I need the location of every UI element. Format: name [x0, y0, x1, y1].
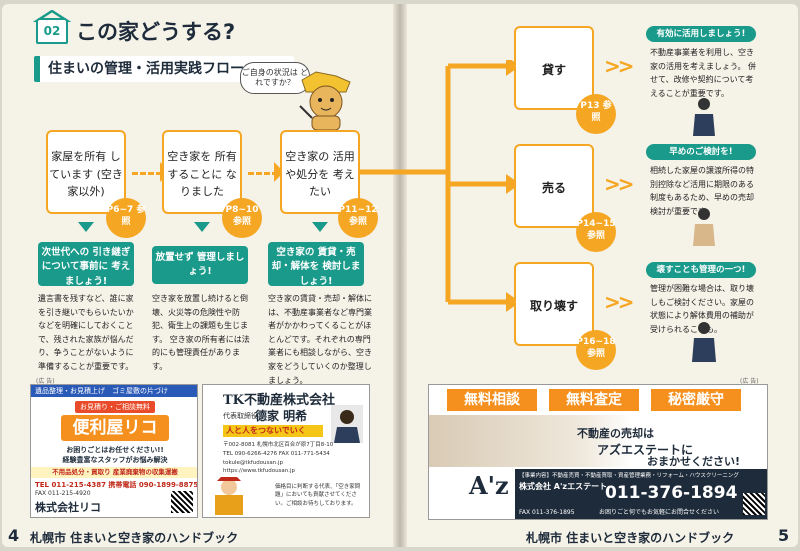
- option-ref-sell: P14~15 参照: [576, 212, 616, 252]
- ad2-slogan: 人と人をつないでいく: [223, 425, 323, 437]
- option-desc-rent: 不動産事業者を利用し、空き家の活用を考えましょう。 併せて、改修や契約について考…: [650, 48, 757, 98]
- ad1-ribbon: お見積り・ご相談無料: [75, 401, 155, 413]
- ad-tk-fudousan[interactable]: TK不動産株式会社 代表取締役 德家 明希 人と人をつないでいく 〒002-80…: [202, 384, 370, 518]
- mascot-illustration: [299, 71, 351, 131]
- option-pill-demolish: 壊すことも管理の一つ!: [646, 262, 756, 278]
- ad1-services: 不用品処分・買取り 産業廃棄物の収集運搬: [31, 467, 197, 478]
- ad3-headline-2: アズエステートに: [597, 443, 694, 457]
- option-pill-rent: 有効に活用しましょう!: [646, 26, 756, 42]
- down-arrow-2: [194, 222, 210, 232]
- ad1-fax: FAX 011-215-4920: [35, 490, 91, 497]
- page-number-left: 4: [8, 526, 20, 545]
- page-number-right: 5: [778, 526, 790, 545]
- ad2-mail: tokule@tkfudousan.jp: [223, 459, 284, 466]
- ad2-rep-name: 德家 明希: [255, 409, 308, 423]
- down-arrow-1: [78, 222, 94, 232]
- option-ref-demolish: P16~18 参照: [576, 330, 616, 370]
- ad1-tagline: お困りごとはお任せください!!: [66, 446, 164, 454]
- ad3-room-photo: [429, 415, 767, 467]
- dashed-arrow-2: [248, 172, 278, 175]
- ad-label-left: (広 告): [36, 378, 55, 385]
- ad1-mobile: 携帯電話 090-1899-8875: [108, 481, 198, 489]
- ad3-note: お困りごと何でもお気軽にお問合せください: [599, 509, 720, 516]
- ad3-logo: A'z: [469, 471, 509, 500]
- qr-code-icon: [743, 493, 765, 515]
- ad3-tag-1: 無料相談: [447, 389, 537, 411]
- option-box-demolish: 取り壊す: [514, 262, 594, 346]
- option-desc-sell: 相続した家屋の譲渡所得の特別控除など活用に期限のある制度もあるため、早めの売却検…: [650, 166, 754, 216]
- arrow-head-2: [274, 162, 284, 182]
- flow-ref-3: P11~12 参照: [338, 198, 378, 238]
- ad3-headline: 不動産の売却は: [577, 427, 654, 440]
- ad3-tel: 011-376-1894: [605, 483, 738, 503]
- ad1-top-text-2: ゴミ屋敷の片づけ: [112, 387, 168, 395]
- ad2-note: 価格目に判断する代表、「空き家問題」においても貢献させてください。ご相談お待ちし…: [275, 484, 361, 507]
- chevron-right-icon: >>: [604, 54, 634, 78]
- ad1-name: 便利屋リコ: [61, 415, 169, 441]
- flow-box-2: 空き家を 所有することに なりました: [162, 130, 242, 214]
- footer-title-right: 札幌市 住まいと空き家のハンドブック: [526, 531, 735, 545]
- ad-az-estate[interactable]: 無料相談 無料査定 秘密厳守 不動産の売却は アズエステートに おまかせください…: [428, 384, 768, 520]
- qr-code-icon: [171, 491, 193, 513]
- ad2-web: https://www.tkfudousan.jp: [223, 468, 296, 475]
- page-title: この家どうする?: [76, 20, 236, 44]
- tip-box-1: 次世代への 引き継ぎについて事前に 考えましょう!: [38, 242, 134, 287]
- speech-bubble: ご自身の状況は どれですか？: [240, 62, 310, 94]
- portrait-photo: [331, 405, 363, 443]
- ad-label-right: (広 告): [740, 378, 759, 385]
- section-number: 02: [36, 18, 68, 44]
- option-desc-demolish: 管理が困難な場合は、取り壊しもご検討ください。家屋の状態により解体費用の補助が受…: [650, 284, 754, 334]
- firefighter-illustration: [215, 477, 243, 515]
- chevron-right-icon: >>: [604, 172, 634, 196]
- person-illustration: [692, 322, 716, 362]
- option-pill-sell: 早めのご検討を!: [646, 144, 756, 160]
- ad3-tag-2: 無料査定: [549, 389, 639, 411]
- tip-box-3: 空き家の 賃貸・売却・解体を 検討しましょう!: [268, 242, 364, 287]
- ad3-company: 株式会社 A'zエステート: [519, 482, 608, 491]
- option-ref-rent: P13 参照: [576, 94, 616, 134]
- flow-ref-1: P6~7 参照: [106, 198, 146, 238]
- ad2-address: 〒002-8081 札幌市北区百合が原7丁目8-10: [223, 442, 334, 448]
- ad3-headline-3: おまかせください!: [647, 455, 741, 468]
- gutter: [393, 4, 407, 547]
- flow-desc-2: 空き家を放置し続けると倒壊、火災等の危険性や防犯、衛生上の課題も生じます。 空き…: [152, 294, 250, 371]
- ad3-services: 【事業内容】不動産売買・不動産買取・資産管理業務・リフォーム・ハウスクリーニング: [519, 473, 739, 479]
- option-box-sell: 売る: [514, 144, 594, 228]
- ad2-role: 代表取締役: [223, 412, 258, 420]
- tip-box-2: 放置せず 管理しましょう!: [152, 246, 248, 284]
- ad2-company: TK不動産株式会社: [223, 393, 335, 408]
- ad1-tel: TEL 011-215-4387: [35, 481, 106, 489]
- flow-box-1: 家屋を所有 しています (空き家以外): [46, 130, 126, 214]
- ad2-fax: FAX 011-771-5434: [278, 450, 330, 457]
- ad2-tel: TEL 090-6266-4276: [223, 450, 278, 457]
- ad3-fax: FAX 011-376-1895: [519, 509, 575, 516]
- person-illustration: [693, 208, 715, 246]
- flow-desc-1: 遺言書を残すなど、誰に家を引き継いでもらいたいかなどを明確にしておくことで、残さ…: [38, 294, 134, 371]
- ad1-tagline-2: 経験豊富なスタッフがお悩み解決: [62, 456, 168, 464]
- dashed-arrow-1: [132, 172, 162, 175]
- ad3-tag-3: 秘密厳守: [651, 389, 741, 411]
- chevron-right-icon: >>: [604, 290, 634, 314]
- flow-ref-2: P8~10 参照: [222, 198, 262, 238]
- ad-riko[interactable]: 遺品整理・お見積上げ ゴミ屋敷の片づけ お見積り・ご相談無料 便利屋リコ お困り…: [30, 384, 198, 518]
- down-arrow-3: [312, 222, 328, 232]
- ad1-company: 株式会社リコ: [35, 501, 101, 514]
- branch-connector: [360, 60, 520, 312]
- person-illustration: [693, 98, 715, 136]
- house-roof-icon: [33, 10, 71, 22]
- flow-desc-3: 空き家の賃貸・売却・解体には、不動産事業者など専門業者がかかわってくることがほと…: [268, 294, 372, 385]
- option-box-rent: 貸す: [514, 26, 594, 110]
- ad1-top-text: 遺品整理・お見積上げ: [35, 387, 105, 395]
- footer-title-left: 札幌市 住まいと空き家のハンドブック: [30, 531, 239, 545]
